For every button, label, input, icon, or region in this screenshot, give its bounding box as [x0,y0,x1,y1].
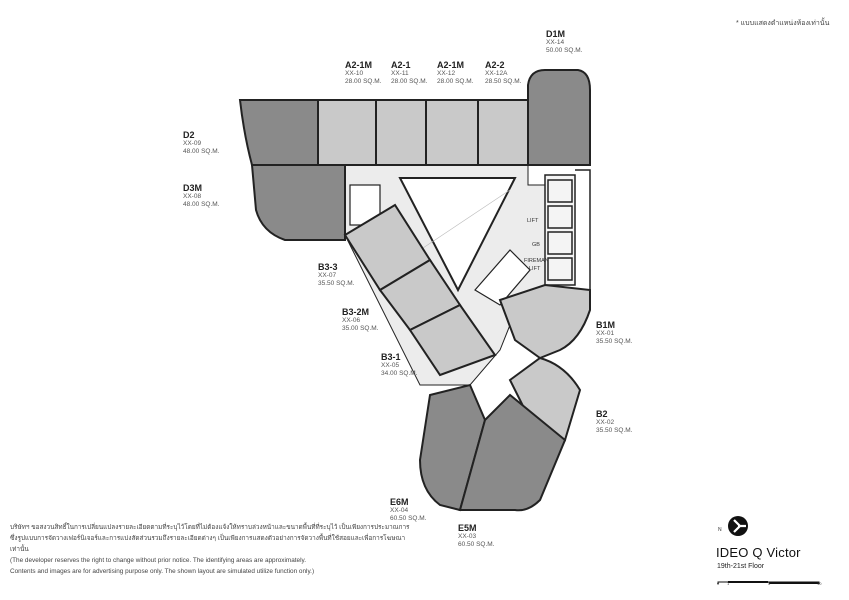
unit-area: 60.50 SQ.M. [458,540,495,548]
disclaimer-thai: บริษัทฯ ขอสงวนสิทธิ์ในการเปลี่ยนแปลงรายล… [10,524,410,553]
unit-b3-1 [408,303,497,377]
unit-type: B2 [596,409,608,419]
location-note: * แบบแสดงตำแหน่งห้องเท่านั้น [736,20,830,27]
scale-tick-0: 0 [717,581,720,586]
scale-tick-10: 10 [817,581,822,586]
scale-bar-graphic [717,581,820,584]
unit-code: XX-02 [596,419,615,427]
gb-label: GB [532,242,540,248]
unit-area: 28.00 SQ.M. [391,77,428,85]
unit-code: XX-03 [458,533,477,541]
unit-code: XX-07 [318,272,337,280]
unit-d2 [238,99,319,166]
unit-area: 48.00 SQ.M. [183,200,220,208]
unit-area: 35.00 SQ.M. [342,324,379,332]
unit-type: A2-1 [391,60,411,70]
unit-type: A2-1M [345,60,373,70]
unit-type: E6M [390,497,409,507]
scale-bar: 0 1 5 10 [717,574,827,592]
project-name: IDEO Q Victor [716,545,801,560]
disclaimer-en-1: (The developer reserves the right to cha… [10,557,307,564]
unit-area: 50.00 SQ.M. [546,46,583,54]
lift-label: LIFT [527,218,539,224]
fireman-lift-label-2: LIFT [529,266,541,272]
unit-d3m [250,164,346,241]
unit-type: B3-3 [318,262,338,272]
fireman-lift-label: FIREMAN [524,258,549,264]
lift-core [544,169,591,301]
unit-a2-1m-xx12 [425,99,479,166]
unit-type: E5M [458,523,477,533]
unit-area: 28.00 SQ.M. [437,77,474,85]
unit-code: XX-06 [342,317,361,325]
scale-tick-5: 5 [768,581,771,586]
unit-code: XX-11 [391,70,409,78]
scale-tick-1: 1 [727,581,730,586]
unit-b2 [508,356,582,442]
unit-code: XX-08 [183,193,202,201]
unit-area: 35.50 SQ.M. [596,426,633,434]
unit-area: 35.50 SQ.M. [318,279,355,287]
disclaimer-en-2: Contents and images are for advertising … [10,568,315,575]
unit-a2-1-xx11 [375,99,427,166]
unit-type: A2-1M [437,60,465,70]
unit-code: XX-09 [183,140,202,148]
unit-area: 34.00 SQ.M. [381,369,418,377]
unit-type: D2 [183,130,195,140]
unit-type: D1M [546,29,566,39]
compass-logo-icon [728,516,748,536]
unit-a2-2-xx12a [477,99,529,166]
unit-area: 35.50 SQ.M. [596,337,633,345]
unit-code: XX-14 [546,39,565,47]
north-compass: N [716,510,756,547]
unit-code: XX-04 [390,507,409,515]
unit-a2-1m-xx10 [317,99,377,166]
unit-type: A2-2 [485,60,505,70]
unit-code: XX-01 [596,330,615,338]
unit-area: 28.50 SQ.M. [485,77,522,85]
unit-b1m [498,283,591,360]
unit-type: B3-1 [381,352,401,362]
unit-code: XX-10 [345,70,364,78]
floor-label: 19th-21st Floor [717,563,765,570]
unit-type: B1M [596,320,616,330]
unit-d1m [527,69,591,166]
unit-code: XX-12A [485,70,508,78]
unit-code: XX-05 [381,362,400,370]
unit-area: 48.00 SQ.M. [183,147,220,155]
unit-code: XX-12 [437,70,456,78]
north-label: N [718,527,722,533]
disclaimer: บริษัทฯ ขอสงวนสิทธิ์ในการเปลี่ยนแปลงรายล… [10,522,410,577]
void-line [419,189,511,251]
unit-type: D3M [183,183,203,193]
unit-type: B3-2M [342,307,370,317]
unit-area: 28.00 SQ.M. [345,77,382,85]
unit-area: 60.50 SQ.M. [390,514,427,522]
unit-e5m [458,393,567,512]
